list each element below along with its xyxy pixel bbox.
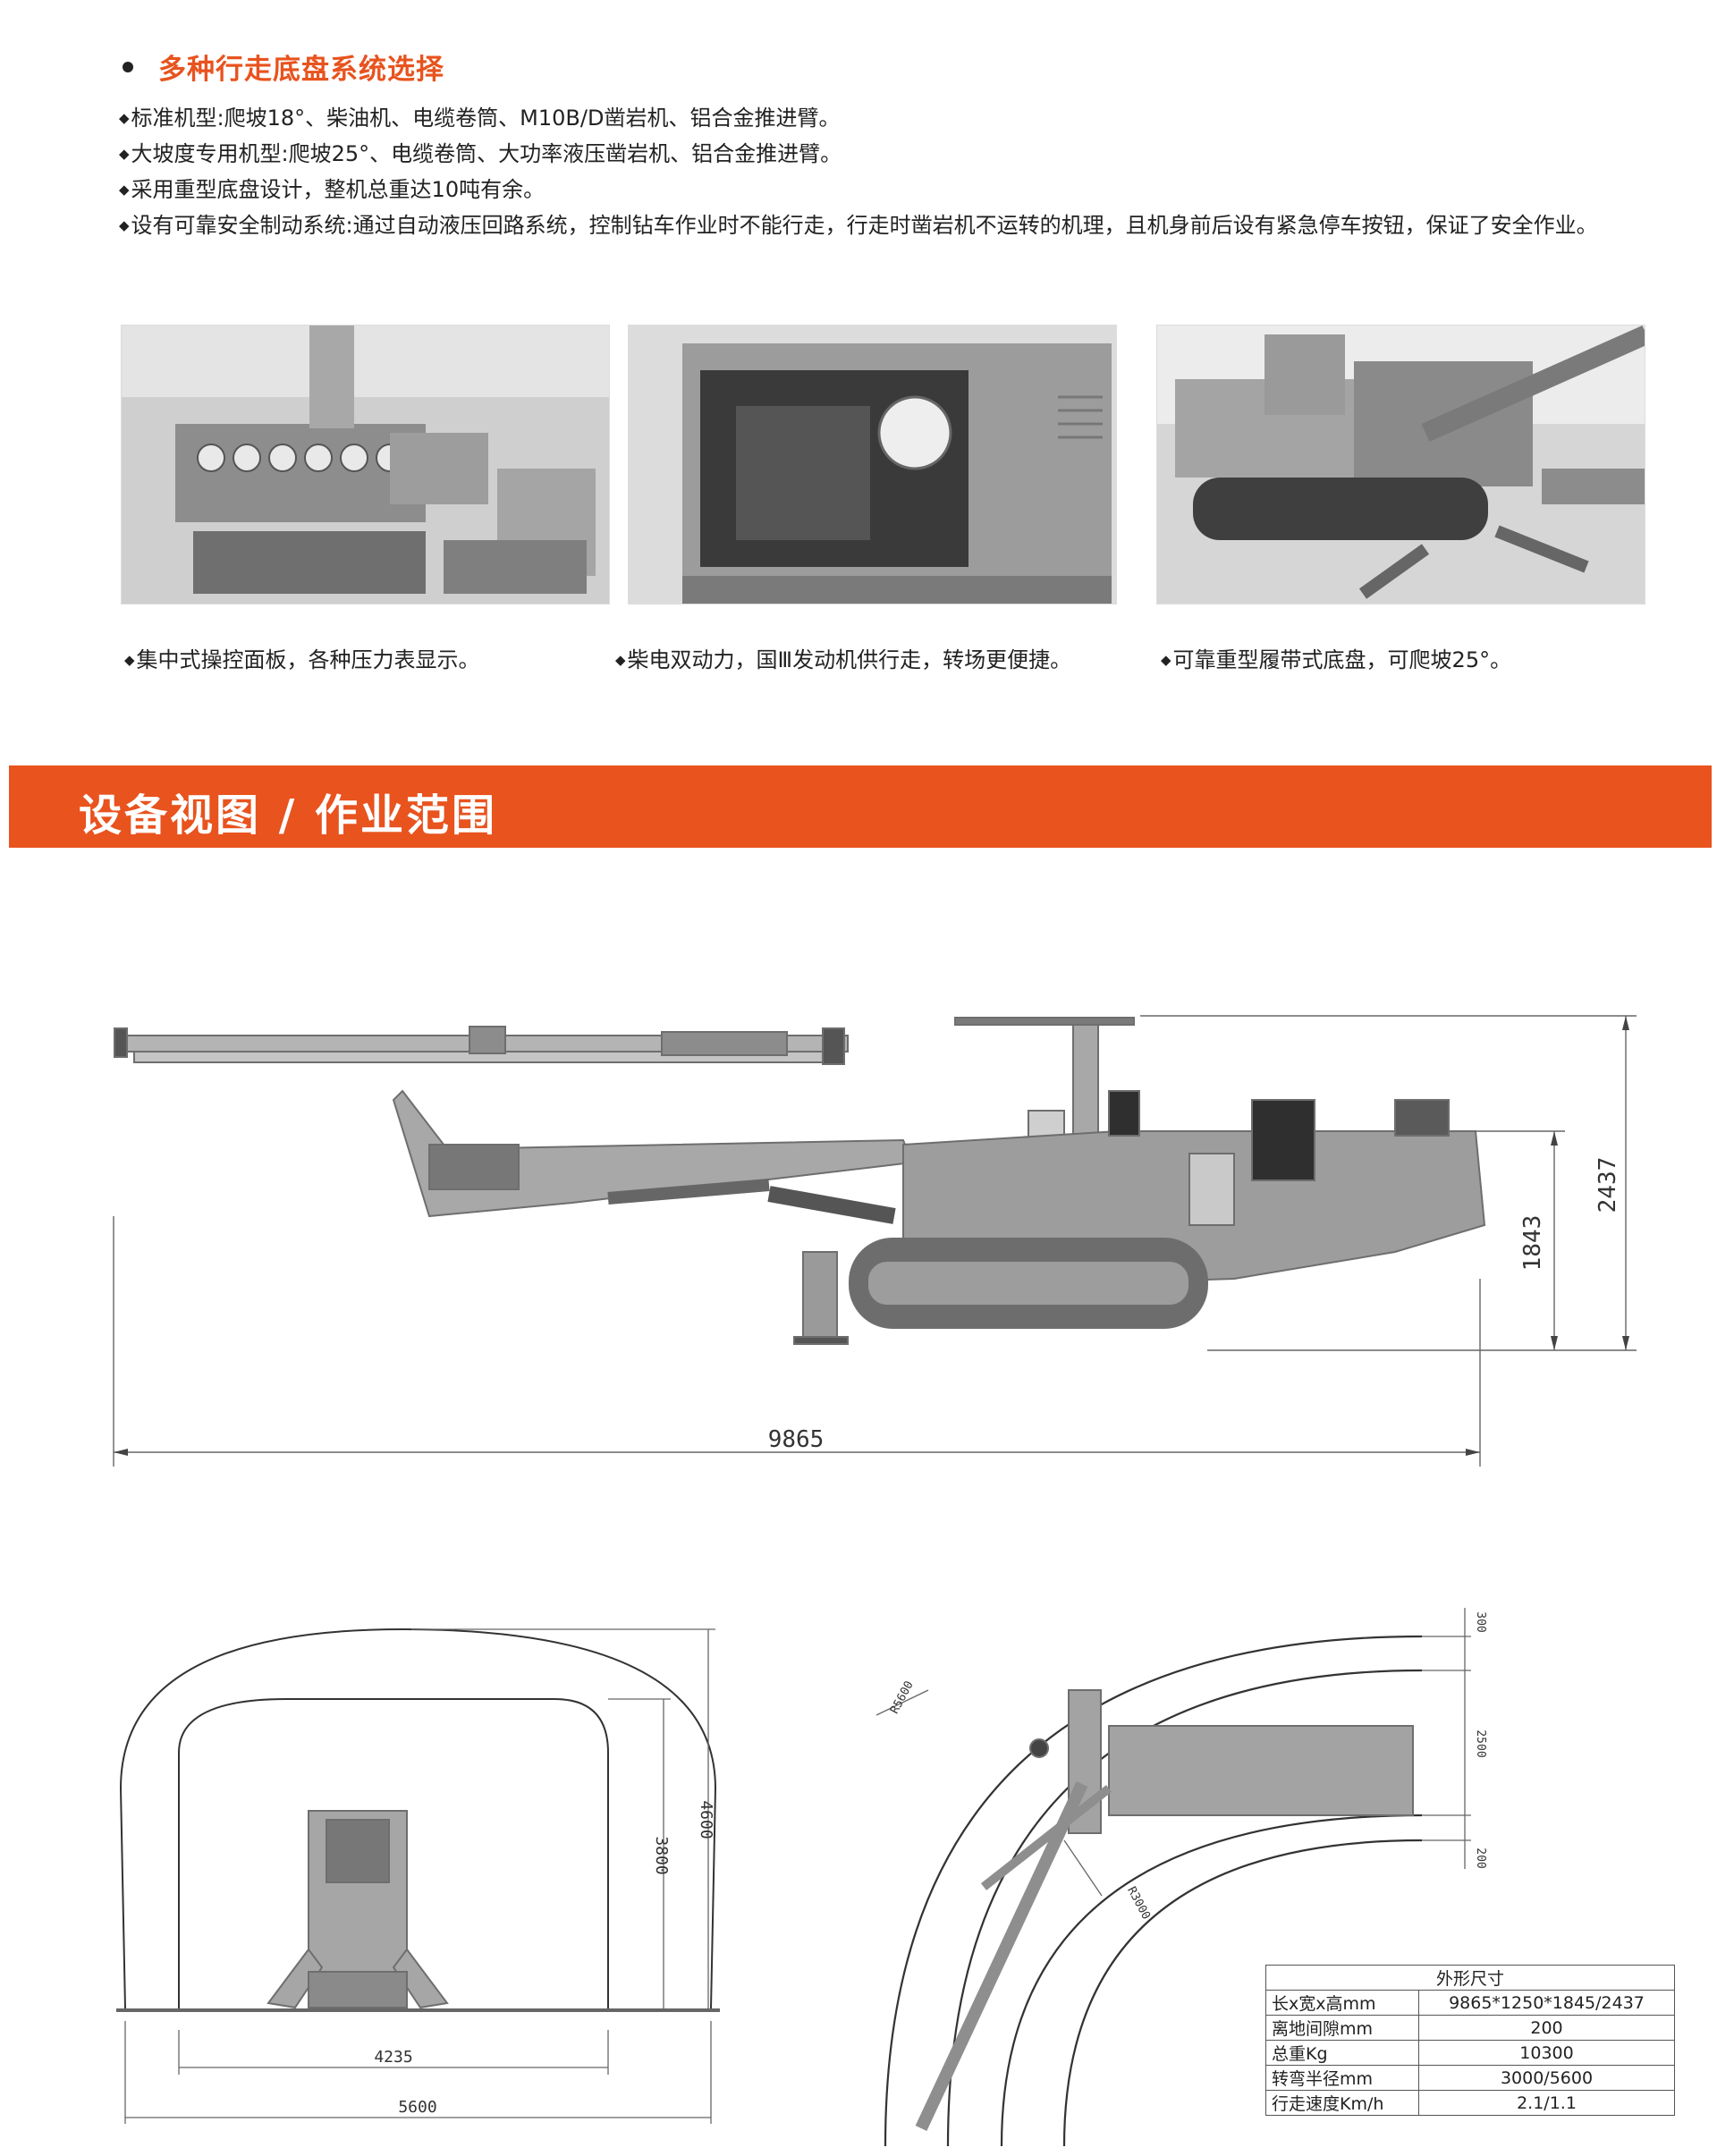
feature-item: ◆设有可靠安全制动系统:通过自动液压回路系统，控制钻车作业时不能行走，行走时凿岩… [119,213,1598,238]
dim-tunnel-height-inner: 3800 [652,1836,671,1874]
spec-header-cell: 外形尺寸 [1265,1965,1675,1991]
engine-photo [628,325,1117,605]
dim-turn-top: 300 [1474,1611,1487,1632]
diamond-bullet-icon: ◆ [119,146,130,162]
spec-table-header: 外形尺寸 [1265,1965,1675,1991]
section-banner: 设备视图 / 作业范围 [9,765,1712,848]
dim-radius-inner: R3000 [1124,1885,1153,1923]
feature-item: ◆大坡度专用机型:爬坡25°、电缆卷筒、大功率液压凿岩机、铝合金推进臂。 [119,141,842,166]
photo-caption: ◆可靠重型履带式底盘，可爬坡25°。 [1161,647,1512,672]
dim-tunnel-width-inner: 4235 [374,2048,412,2067]
diamond-bullet-icon: ◆ [124,652,135,668]
photo-caption: ◆集中式操控面板，各种压力表显示。 [124,647,480,672]
dim-height-high: 2437 [1594,1157,1621,1213]
side-view-drawing: 9865 1843 2437 [113,1015,1637,1467]
feature-item: ◆标准机型:爬坡18°、柴油机、电缆卷筒、M10B/D凿岩机、铝合金推进臂。 [119,106,841,131]
diamond-bullet-icon: ◆ [1161,652,1171,668]
photo-caption: ◆柴电双动力，国Ⅲ发动机供行走，转场更便捷。 [615,647,1072,672]
dim-turn-mid: 2500 [1474,1729,1487,1757]
dim-height-low: 1843 [1519,1215,1546,1272]
crawler-chassis-photo [1156,325,1645,605]
banner-title: 设备视图 / 作业范围 [79,791,497,841]
section-title-text: 多种行走底盘系统选择 [158,54,444,86]
diamond-bullet-icon: ◆ [119,217,130,233]
diamond-bullet-icon: ◆ [615,652,626,668]
tunnel-front-view: 4235 5600 3800 4600 [116,1628,720,2124]
feature-list: ◆标准机型:爬坡18°、柴油机、电缆卷筒、M10B/D凿岩机、铝合金推进臂。 ◆… [119,100,1693,243]
dim-tunnel-width-outer: 5600 [398,2098,436,2117]
diamond-bullet-icon: ◆ [119,110,130,126]
dim-turn-bottom: 200 [1474,1847,1487,1868]
bullet-dot-icon [123,61,133,72]
section-title: 多种行走底盘系统选择 [123,47,444,87]
dim-tunnel-height-outer: 4600 [697,1800,715,1839]
diamond-bullet-icon: ◆ [119,182,130,198]
dim-length: 9865 [768,1426,825,1453]
control-panel-photo [121,325,610,605]
turning-radius-view: 300 2500 200 R5600 R3000 [875,1608,1487,2147]
feature-item: ◆采用重型底盘设计，整机总重达10吨有余。 [119,177,546,202]
